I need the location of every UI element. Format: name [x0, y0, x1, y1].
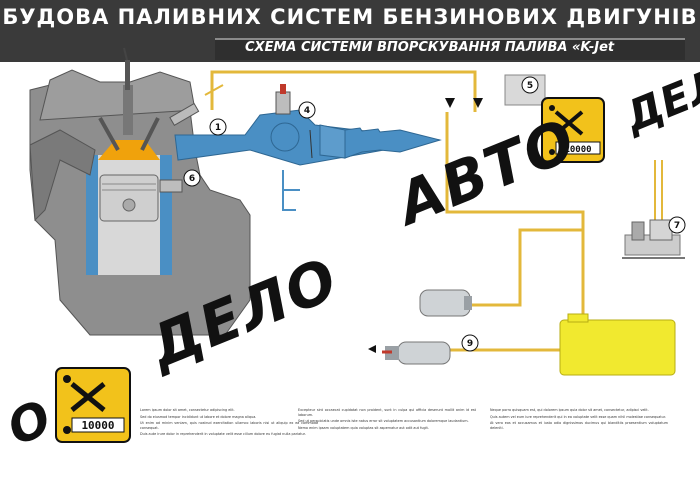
thin-fuel-line	[283, 170, 300, 210]
fuel-pump	[382, 342, 450, 364]
fuel-line-accumulator	[470, 230, 583, 305]
fuel-accumulator	[420, 290, 472, 316]
cold-start-valve	[160, 180, 182, 192]
paragraph: Duis aute irure dolor in reprehenderit i…	[140, 432, 318, 437]
cylinder-wall-right	[160, 155, 172, 275]
spark-plug-wire	[124, 48, 127, 60]
svg-text:7: 7	[674, 221, 680, 231]
description-text: Lorem ipsum dolor sit amet, consectetur …	[0, 408, 700, 494]
text-column: Lorem ipsum dolor sit amet, consectetur …	[140, 408, 318, 439]
air-flow-sensor	[271, 123, 299, 151]
callout-6: 4	[299, 102, 315, 118]
text-column: Excepteur sint occaecat cupidatat non pr…	[298, 408, 476, 432]
fuel-tank	[560, 320, 675, 375]
paragraph: Sed do eiusmod tempor incididunt ut labo…	[140, 415, 318, 420]
callout-5: 1	[210, 119, 226, 135]
paragraph: Neque porro quisquam est, qui dolorem ip…	[490, 408, 668, 413]
callout-1: 9	[462, 335, 478, 351]
badge-screw-icon	[63, 375, 71, 383]
svg-text:9: 9	[467, 339, 473, 349]
paragraph: Excepteur sint occaecat cupidatat non pr…	[298, 408, 476, 417]
piston	[100, 175, 158, 221]
text-column: Neque porro quisquam est, qui dolorem ip…	[490, 408, 668, 432]
paragraph: Nemo enim ipsam voluptatem quia voluptas…	[298, 426, 476, 431]
flow-arrow	[368, 345, 376, 353]
fuel-line-main	[212, 72, 475, 112]
paragraph: Lorem ipsum dolor sit amet, consectetur …	[140, 408, 318, 413]
svg-text:1: 1	[215, 123, 221, 133]
flow-arrow	[445, 98, 455, 108]
spark-plug	[123, 85, 133, 135]
paragraph: At vero eos et accusamus et iusto odio d…	[490, 421, 668, 430]
svg-text:5: 5	[527, 81, 533, 91]
spark-plug-lead	[125, 60, 130, 90]
callout-9: 6	[184, 170, 200, 186]
callout-4: 7	[669, 217, 685, 233]
paragraph: Ut enim ad minim veniam, quis nostrud ex…	[140, 421, 318, 430]
paragraph: Sed ut perspiciatis unde omnis iste natu…	[298, 419, 476, 424]
svg-text:4: 4	[304, 106, 310, 116]
air-filter-housing	[320, 125, 345, 158]
paragraph: Quis autem vel eum iure reprehenderit qu…	[490, 415, 668, 420]
piston-pin	[123, 199, 135, 211]
tank-filler	[568, 314, 588, 322]
fuel-distributor	[276, 84, 290, 114]
air-intake-corrugated	[345, 128, 440, 158]
callout-7: 5	[522, 77, 538, 93]
svg-text:6: 6	[189, 174, 195, 184]
